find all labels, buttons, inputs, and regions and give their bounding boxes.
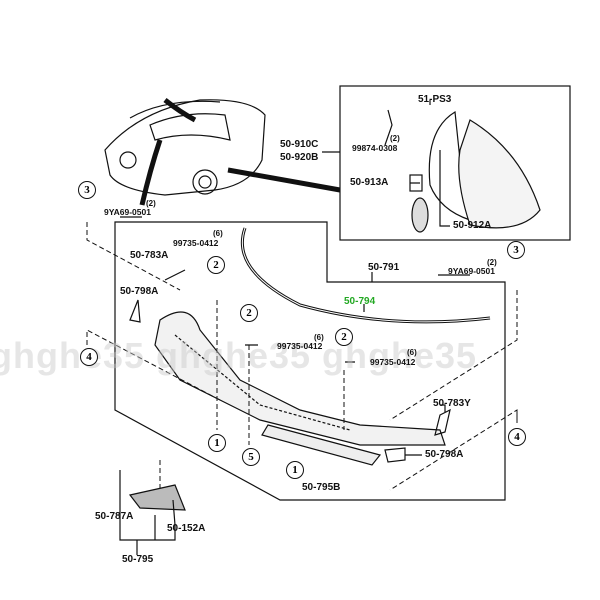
callout-3-right: 3 (507, 241, 525, 259)
label-99874-0308: 99874-0308 (352, 143, 398, 153)
callout-5: 5 (242, 448, 260, 466)
callout-2-a: 2 (207, 256, 225, 274)
label-50-787a: 50-787A (95, 511, 134, 522)
label-50-798a-right: 50-798A (425, 449, 464, 460)
label-50-798a-left: 50-798A (120, 286, 159, 297)
car-illustration (104, 98, 341, 206)
label-99735-0412-2: 99735-0412 (277, 341, 323, 351)
label-50-795b: 50-795B (302, 482, 341, 493)
label-99735-0412-3: 99735-0412 (370, 357, 416, 367)
callout-3-left: 3 (78, 181, 96, 199)
label-50-152a: 50-152A (167, 523, 206, 534)
qty-bolt-left: (2) (146, 199, 156, 208)
label-50-794: 50-794 (344, 296, 376, 307)
qty-99874: (2) (390, 134, 400, 143)
callout-2-c: 2 (335, 328, 353, 346)
label-51-ps3: 51-PS3 (418, 94, 452, 105)
qty-screw2: (6) (314, 333, 324, 342)
qty-screw3: (6) (407, 348, 417, 357)
qty-screw1: (6) (213, 229, 223, 238)
qty-bolt-right: (2) (487, 258, 497, 267)
callout-2-b: 2 (240, 304, 258, 322)
label-50-783y: 50-783Y (433, 398, 471, 409)
label-99735-0412-1: 99735-0412 (173, 238, 219, 248)
label-50-910c: 50-910C (280, 139, 319, 150)
label-50-795: 50-795 (122, 554, 154, 565)
label-50-791: 50-791 (368, 262, 400, 273)
callout-4-right: 4 (508, 428, 526, 446)
label-50-913a: 50-913A (350, 177, 389, 188)
assembly-outline (114, 221, 506, 501)
label-50-920b: 50-920B (280, 152, 319, 163)
callout-1-b: 1 (286, 461, 304, 479)
label-50-783a: 50-783A (130, 250, 169, 261)
label-9ya69-left: 9YA69-0501 (104, 207, 151, 217)
watermark: ghghe35 ghghe35 ghghe35 (0, 335, 478, 376)
inset-box (339, 85, 571, 241)
callout-4-left: 4 (80, 348, 98, 366)
label-50-912a: 50-912A (453, 220, 492, 231)
callout-1-a: 1 (208, 434, 226, 452)
label-9ya69-right: 9YA69-0501 (448, 266, 495, 276)
